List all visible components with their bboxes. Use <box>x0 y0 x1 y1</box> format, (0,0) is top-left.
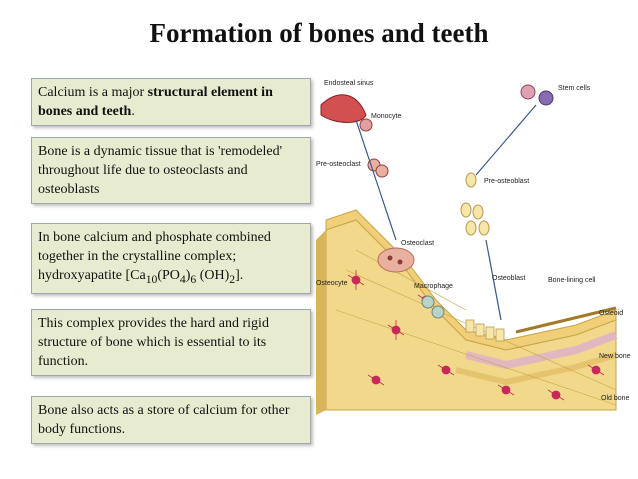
label-osteoid: Osteoid <box>599 310 623 317</box>
label-bone-lining-cell: Bone-lining cell <box>548 277 596 284</box>
pre-osteoblast-cells <box>460 172 490 236</box>
bone-side-face <box>316 230 326 415</box>
stem-cells <box>520 84 554 106</box>
formula-mid2: ) <box>185 268 191 283</box>
text-box-hydroxyapatite: In bone calcium and phosphate combined t… <box>31 223 311 294</box>
lineage-arrows <box>355 104 537 321</box>
formula-sub-6: 6 <box>190 272 197 286</box>
label-macrophage: Macrophage <box>414 283 453 290</box>
label-osteoclast: Osteoclast <box>401 240 434 247</box>
text-box-remodeling: Bone is a dynamic tissue that is 'remode… <box>31 137 311 204</box>
label-osteocyte: Osteocyte <box>316 280 348 287</box>
box1-pre: Calcium is a major <box>38 85 148 100</box>
label-osteoblast: Osteoblast <box>492 275 526 282</box>
monocyte-cell <box>359 118 373 132</box>
label-old-bone: Old bone <box>601 395 630 402</box>
box4-text: This complex provides the hard and rigid… <box>38 316 269 369</box>
bone-remodeling-diagram: Endosteal sinus Monocyte Stem cells Pre-… <box>316 80 631 415</box>
label-pre-osteoblast: Pre-osteoblast <box>484 178 529 185</box>
box1-bold: structural element in bones and teeth <box>38 85 273 119</box>
pre-osteoclast-cells <box>367 158 389 178</box>
formula-sub-oh: 2 <box>229 272 236 286</box>
formula-prefix: hydroxyapatite [Ca <box>38 268 146 283</box>
formula-sub-ca: 10 <box>145 272 158 286</box>
text-box-rigid-structure: This complex provides the hard and rigid… <box>31 309 311 376</box>
bone-lining-cells <box>515 306 617 334</box>
osteoclast-cell <box>377 247 415 273</box>
box3-formula: hydroxyapatite [Ca10(PO4)6 (OH)2]. <box>38 268 244 286</box>
box3-line1: In bone calcium and phosphate combined t… <box>38 230 271 264</box>
box2-text: Bone is a dynamic tissue that is 'remode… <box>38 144 283 197</box>
macrophage-cells <box>421 295 445 319</box>
label-pre-osteoclast: Pre-osteoclast <box>316 161 361 168</box>
formula-mid3: (OH) <box>196 268 230 283</box>
label-stem-cells: Stem cells <box>558 85 591 92</box>
box5-text: Bone also acts as a store of calcium for… <box>38 403 290 437</box>
osteoblast-cells <box>465 319 505 342</box>
endosteal-sinus <box>320 94 367 123</box>
formula-mid: (PO <box>157 268 180 283</box>
new-bone-layer <box>455 352 617 386</box>
label-monocyte: Monocyte <box>371 113 401 120</box>
label-endosteal-sinus: Endosteal sinus <box>324 80 374 87</box>
formula-suffix: ]. <box>235 268 244 283</box>
osteoid-layer <box>465 331 618 370</box>
box1-post: . <box>131 104 135 119</box>
label-new-bone: New bone <box>599 353 631 360</box>
slide-title: Formation of bones and teeth <box>149 18 489 48</box>
formula-sub-po: 4 <box>179 272 186 286</box>
bone-front-face <box>325 219 617 411</box>
text-box-calcium: Calcium is a major structural element in… <box>31 78 311 126</box>
text-box-calcium-store: Bone also acts as a store of calcium for… <box>31 396 311 444</box>
